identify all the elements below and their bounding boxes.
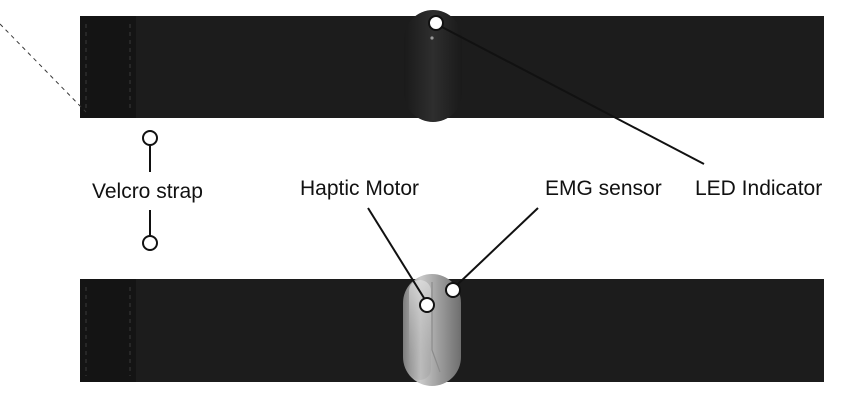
emg-callout-marker xyxy=(445,282,461,298)
velcro-strap-label: Velcro strap xyxy=(92,180,203,203)
velcro-callout-top-marker xyxy=(142,130,158,146)
emg-callout xyxy=(445,207,539,298)
top-pod xyxy=(404,10,462,122)
led-callout xyxy=(428,15,705,165)
emg-sensor-label: EMG sensor xyxy=(545,177,662,200)
velcro-callout xyxy=(142,130,158,251)
top-strap xyxy=(0,10,824,122)
bottom-pod-shine xyxy=(409,280,431,380)
velcro-callout-bottom-marker xyxy=(142,235,158,251)
led-callout-line xyxy=(439,25,705,165)
top-velcro-stitch-left xyxy=(0,23,87,113)
haptic-motor-label: Haptic Motor xyxy=(300,177,420,200)
bottom-strap xyxy=(80,274,824,386)
emg-callout-line xyxy=(457,207,539,285)
haptic-callout xyxy=(367,207,435,313)
haptic-callout-marker xyxy=(419,297,435,313)
led-callout-marker xyxy=(428,15,444,31)
haptic-callout-line xyxy=(367,207,425,299)
top-velcro-patch xyxy=(80,16,136,118)
led-indicator-label: LED Indicator xyxy=(695,177,823,200)
bottom-velcro-patch xyxy=(80,279,136,382)
led-dot xyxy=(430,36,434,40)
